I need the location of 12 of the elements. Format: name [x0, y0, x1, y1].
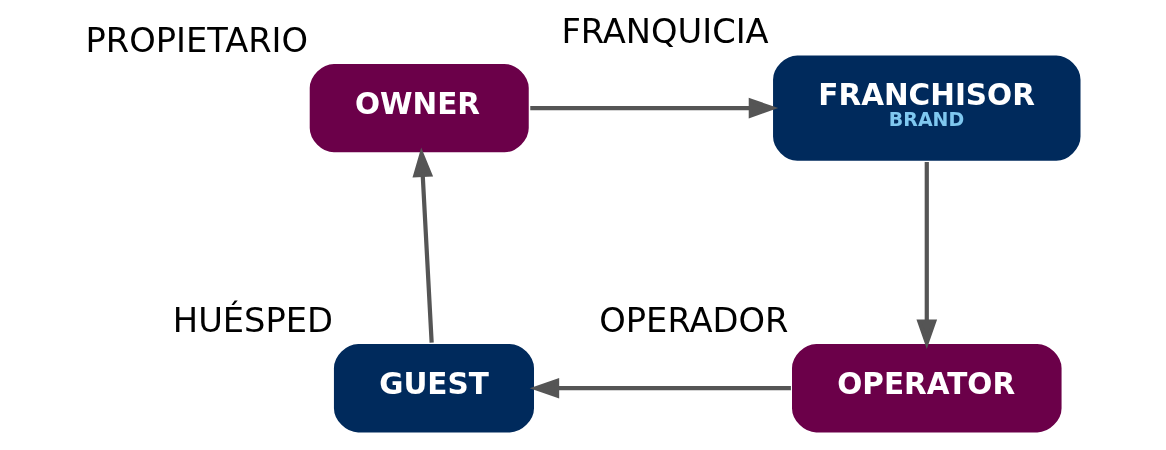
node-label: OPERADOR — [598, 300, 788, 340]
node-label: PROPIETARIO — [84, 20, 308, 60]
arrow — [411, 147, 434, 343]
node-box: FRANCHISOR BRAND — [770, 53, 1083, 163]
arrow — [915, 162, 937, 349]
node-label: FRANQUICIA — [560, 12, 769, 52]
node-box: GUEST — [331, 341, 536, 435]
arrow — [529, 377, 791, 399]
node-box: OPERATOR — [789, 341, 1064, 435]
node-box: OWNER — [307, 61, 531, 155]
arrow — [529, 97, 778, 119]
node-label: HUÉSPED — [172, 300, 333, 340]
